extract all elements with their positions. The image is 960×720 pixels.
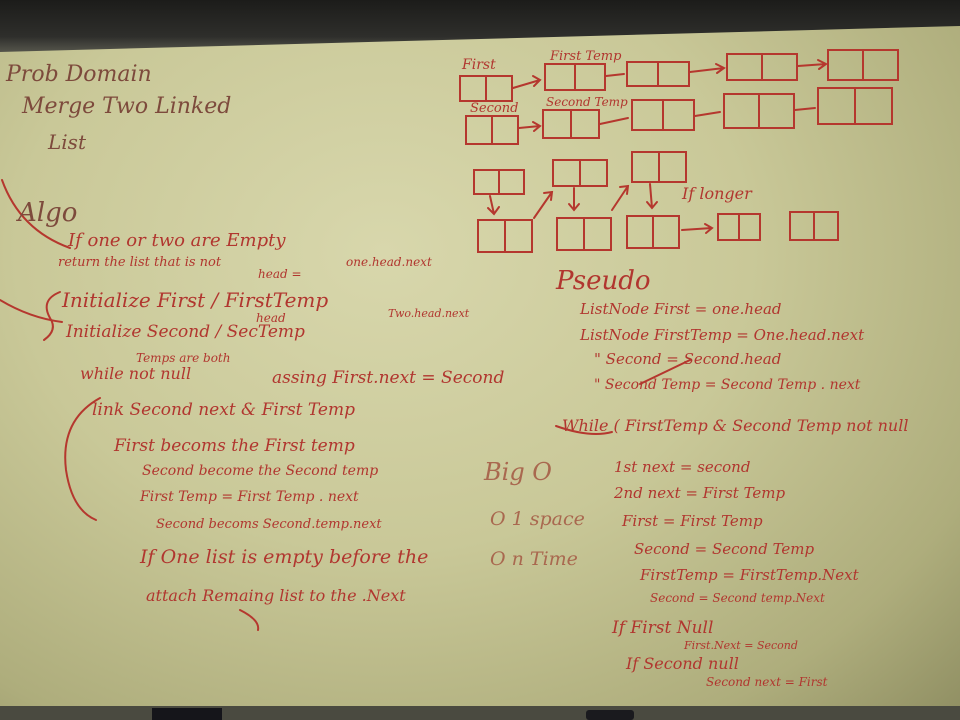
pseudo-line: If First Null — [612, 618, 714, 638]
note-line: Second become the Second temp — [142, 463, 379, 479]
arrow — [646, 183, 658, 210]
note-line: If One list is empty before the — [140, 546, 429, 568]
title-line-2: Merge Two Linked — [22, 94, 232, 119]
title-line-1: Prob Domain — [6, 62, 152, 87]
arrow — [533, 190, 554, 219]
arrow — [611, 184, 630, 211]
pseudo-line: 2nd next = First Temp — [614, 484, 786, 502]
note-line: Second becoms Second.temp.next — [156, 517, 382, 532]
note-line: link Second next & First Temp — [92, 400, 355, 420]
pseudo-line: FirstTemp = FirstTemp.Next — [640, 566, 859, 584]
note-line: First becoms the First temp — [114, 436, 355, 456]
bracket — [43, 291, 61, 341]
pseudo-line: ListNode First = one.head — [580, 300, 782, 318]
note-line: one.head.next — [346, 255, 432, 269]
arrow — [605, 73, 625, 77]
big-o-space: O 1 space — [490, 508, 585, 530]
arrow — [794, 107, 816, 111]
bracket — [1, 179, 71, 249]
note-line: head — [256, 311, 286, 325]
pseudo-line: " Second = Second.head — [594, 350, 782, 368]
pseudo-line: Second next = First — [706, 675, 828, 689]
pseudo-line: 1st next = second — [614, 458, 751, 476]
diagram-label: Second Temp — [546, 95, 628, 109]
diagram-label: If longer — [682, 184, 752, 203]
note-line: Initialize Second / SecTemp — [66, 322, 305, 342]
pseudo-line: " Second Temp = Second Temp . next — [594, 377, 861, 393]
note-line: return the list that is not — [58, 255, 222, 270]
bracket — [0, 299, 63, 323]
big-o-title: Big O — [484, 458, 552, 486]
title-line-3: List — [48, 130, 86, 154]
bracket — [239, 609, 260, 631]
pseudo-line: ListNode FirstTemp = One.head.next — [580, 326, 865, 344]
note-line: head = — [258, 267, 302, 281]
bracket — [639, 359, 691, 385]
pseudo-line: Second = Second temp.Next — [650, 591, 825, 605]
diagram-label: Second — [470, 101, 519, 116]
pseudo-title: Pseudo — [556, 266, 651, 296]
pseudo-line: If Second null — [626, 654, 739, 673]
arrow — [512, 75, 542, 89]
note-line: Two.head.next — [388, 307, 470, 320]
note-line: Temps are both — [136, 351, 231, 365]
note-line: attach Remaing list to the .Next — [146, 586, 406, 605]
whiteboard-bottom-tray — [0, 706, 960, 720]
diagram-label: First — [462, 57, 496, 73]
marker — [586, 710, 634, 720]
pseudo-line: Second = Second Temp — [634, 540, 815, 558]
arrow — [689, 63, 726, 74]
bracket — [64, 397, 101, 521]
pseudo-line: While ( FirstTemp & Second Temp not null — [562, 416, 909, 435]
note-line: Initialize First / FirstTemp — [62, 288, 329, 312]
arrow — [797, 59, 828, 70]
diagram-label: First Temp — [550, 49, 622, 64]
bracket — [555, 425, 613, 435]
note-line: while not null — [80, 364, 192, 383]
algo-heading: Algo — [18, 198, 78, 228]
arrow — [487, 195, 500, 216]
arrow — [568, 187, 580, 212]
pseudo-line: First = First Temp — [622, 512, 763, 530]
arrow — [681, 223, 714, 234]
note-line: If one or two are Empty — [68, 230, 286, 251]
note-line: First Temp = First Temp . next — [140, 489, 359, 505]
arrow — [694, 111, 721, 117]
arrow — [518, 121, 542, 132]
eraser — [152, 708, 222, 720]
note-line: assing First.next = Second — [272, 368, 505, 388]
arrow — [599, 117, 629, 125]
pseudo-line: First.Next = Second — [684, 639, 798, 652]
big-o-time: O n Time — [490, 548, 578, 570]
